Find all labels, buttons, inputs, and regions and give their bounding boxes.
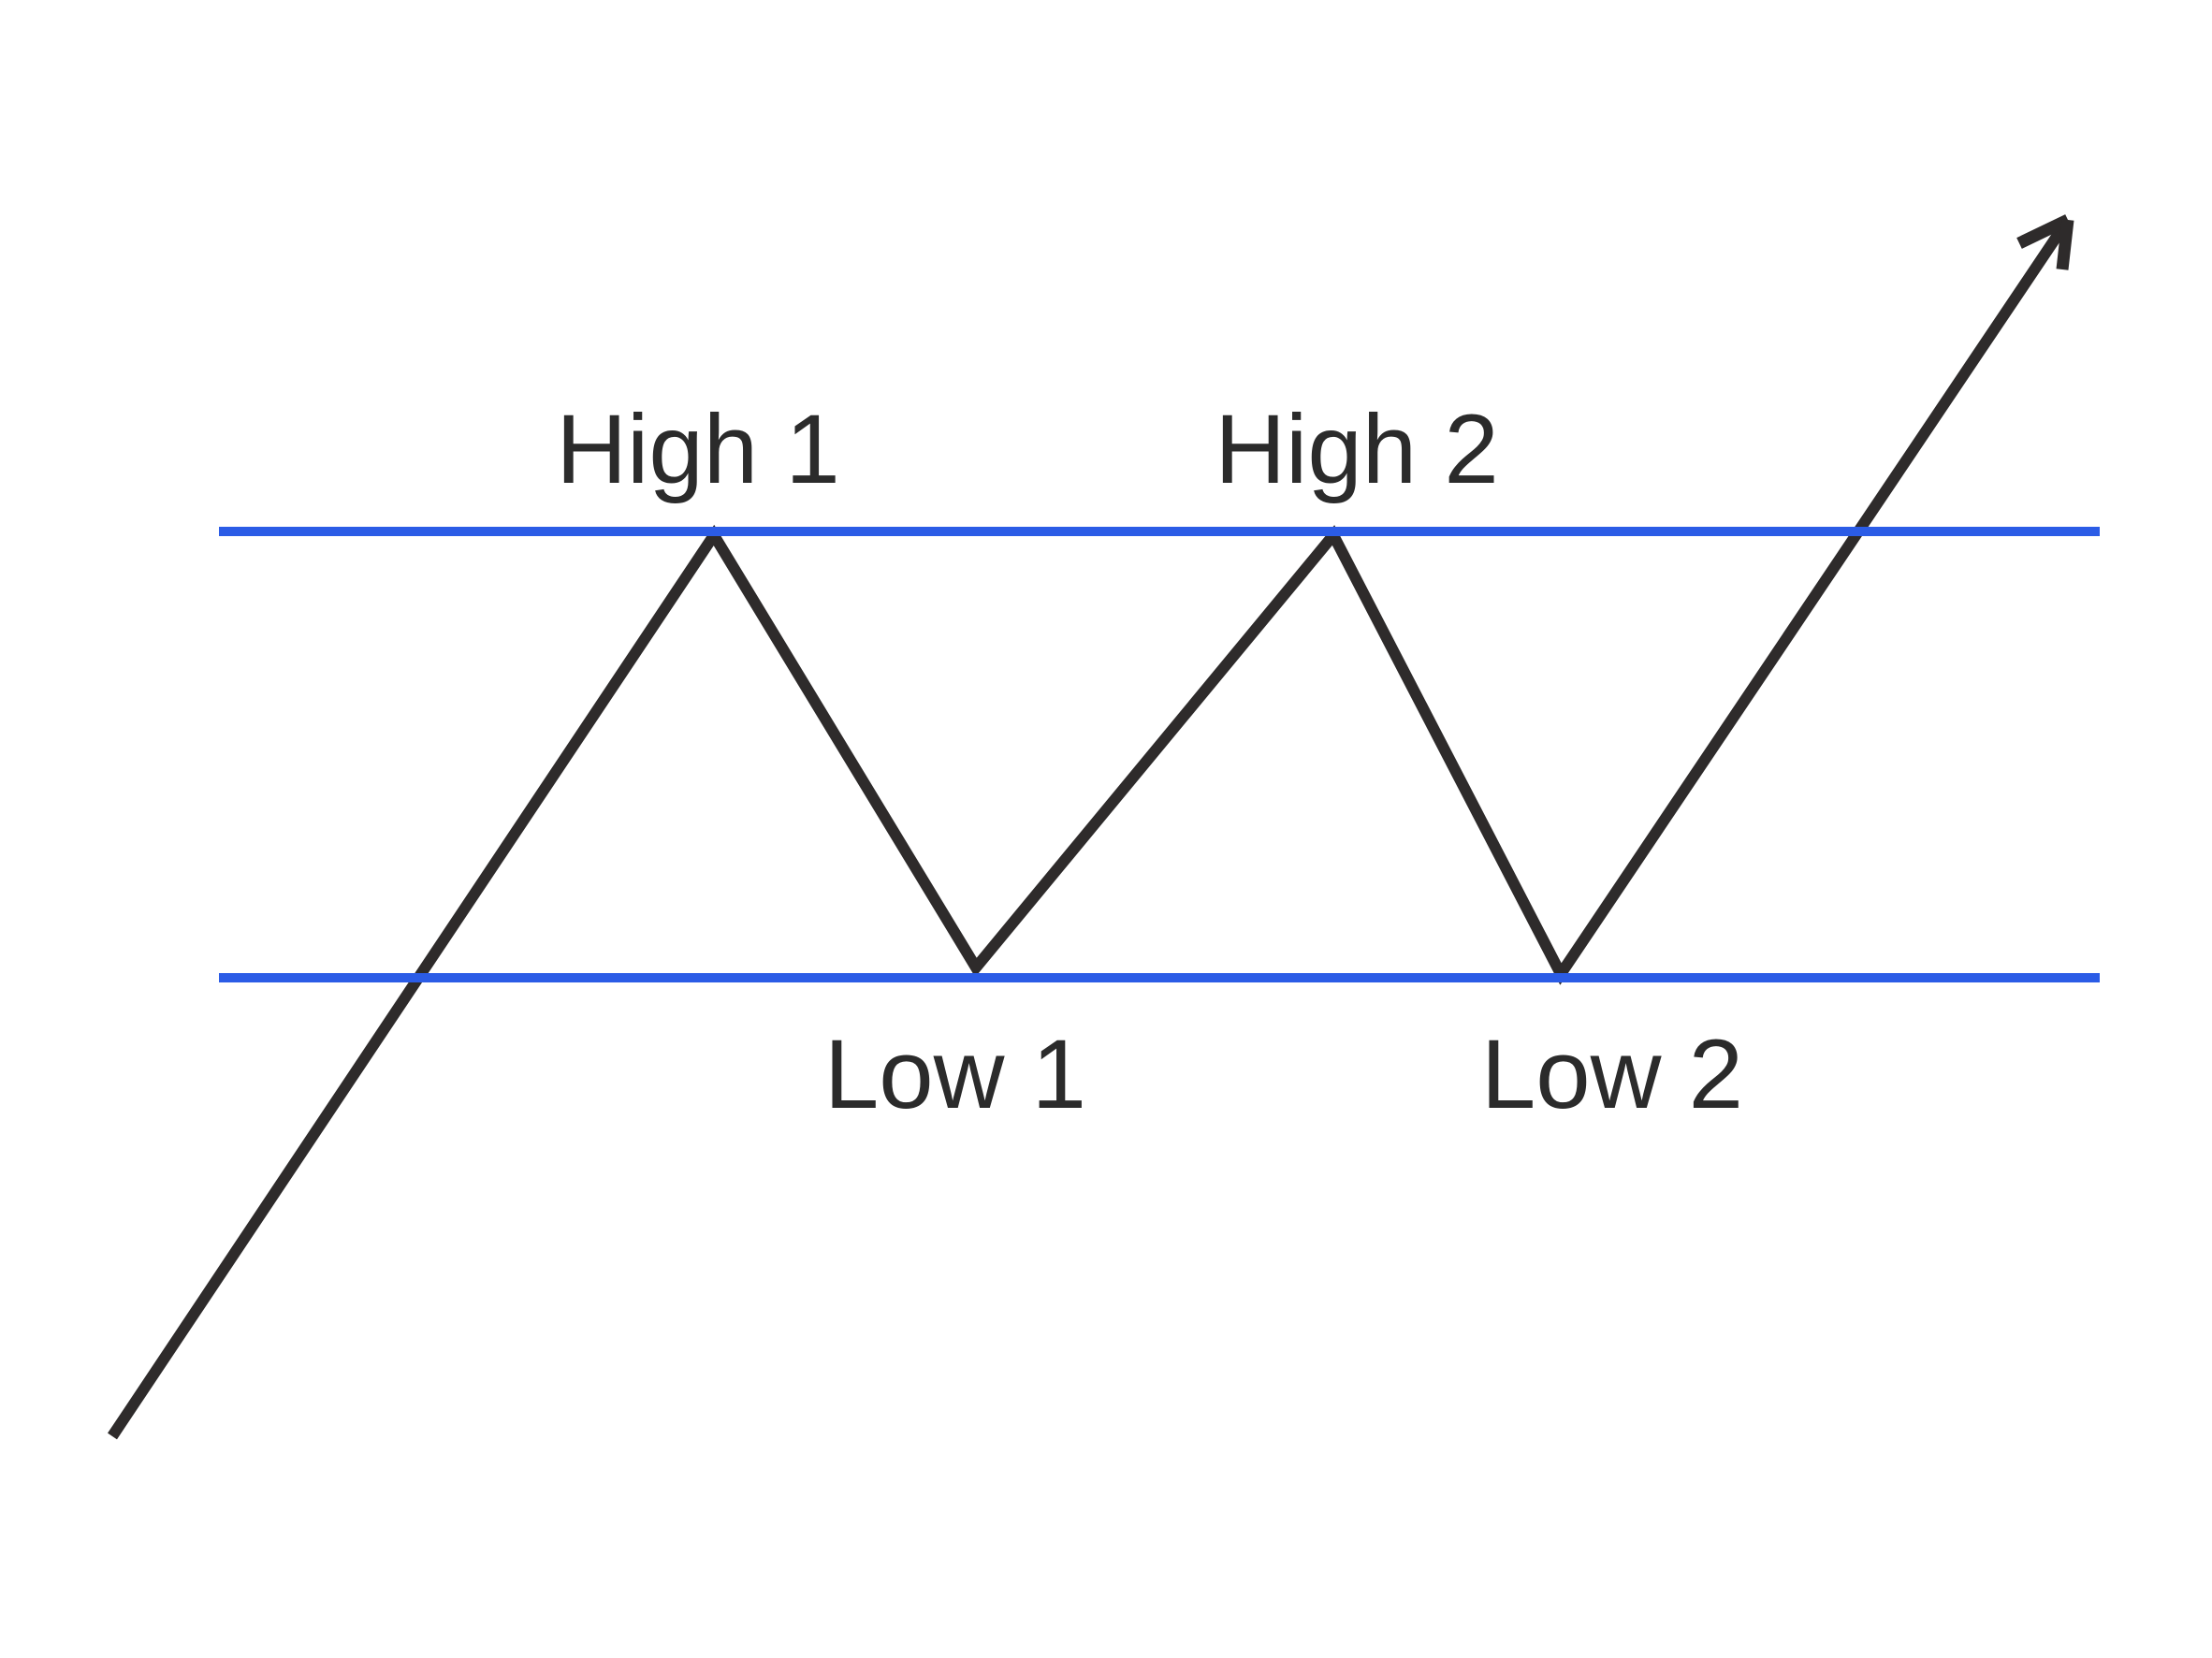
label-high-1: High 1 (556, 395, 840, 504)
label-low-1: Low 1 (824, 1020, 1086, 1129)
label-low-2: Low 2 (1481, 1020, 1743, 1129)
arrowhead-down-barb-icon (2056, 219, 2074, 270)
label-high-2: High 2 (1215, 395, 1499, 504)
price-zigzag-line (108, 216, 2073, 1440)
arrowhead-left-barb-icon (2016, 214, 2071, 249)
